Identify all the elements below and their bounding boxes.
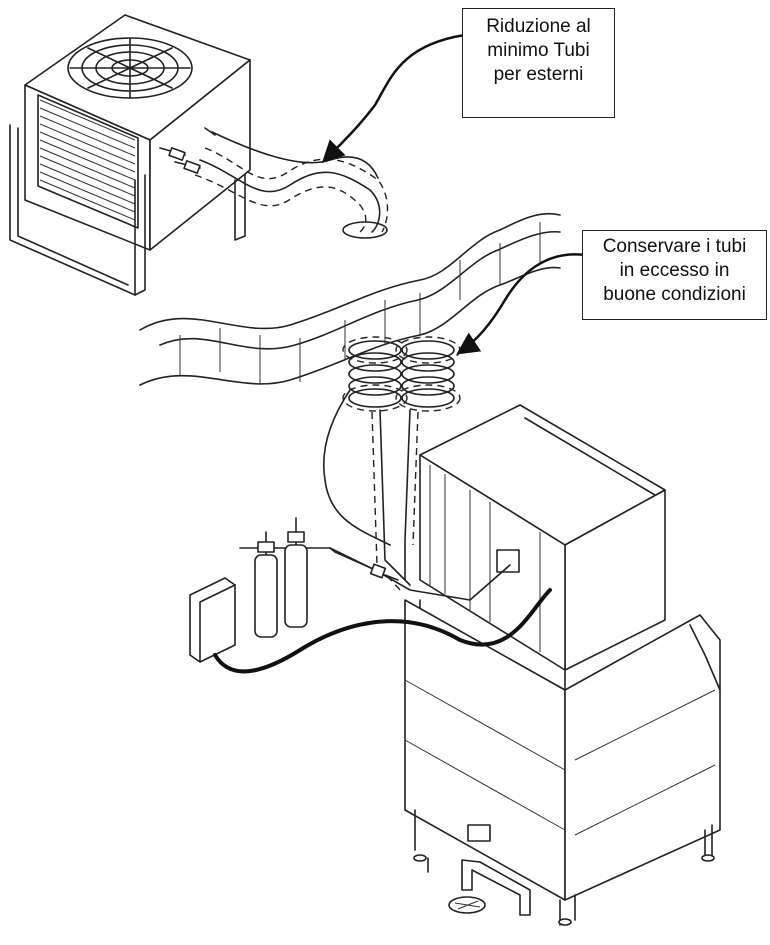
ceiling-cross-section [139, 212, 561, 386]
filter-cartridge-2 [284, 544, 308, 628]
roof-penetration [342, 221, 388, 239]
callout-line: minimo Tubi [487, 40, 590, 61]
arrow-to-coiled-tubing [456, 253, 586, 355]
arrow-to-outdoor-tubing [321, 33, 466, 164]
callout-line: buone condizioni [603, 284, 746, 305]
bin-side [564, 614, 721, 901]
filter-cartridge-1 [254, 554, 278, 638]
electrical-box [189, 577, 236, 663]
condenser-stand-front [9, 124, 136, 296]
callout-store-excess: Conservare i tubi in eccesso in buone co… [582, 230, 767, 320]
callout-minimize-tubing: Riduzione al minimo Tubi per esterni [462, 8, 615, 118]
head-fitting [496, 549, 520, 573]
coiled-tubing [322, 336, 461, 593]
condenser-louvers [37, 94, 139, 229]
drain-pipe [448, 859, 531, 916]
callout-line: in eccesso in [619, 260, 730, 281]
callout-line: per esterni [493, 64, 584, 85]
bin-drain-label [467, 824, 491, 842]
condenser-right-face [149, 59, 251, 251]
callout-line: Conservare i tubi [602, 236, 747, 257]
power-cord [213, 588, 552, 674]
storage-bin [404, 599, 721, 926]
callout-line: Riduzione al [486, 16, 591, 37]
water-supply-line [329, 547, 511, 601]
water-filter-assembly [239, 517, 381, 638]
remote-condenser [9, 14, 251, 296]
